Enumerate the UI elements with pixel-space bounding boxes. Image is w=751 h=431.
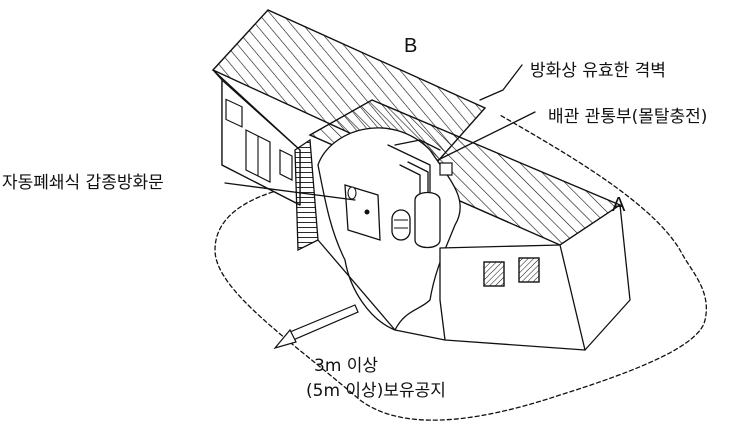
left-building-window-small (225, 98, 243, 128)
cutaway-interior (317, 127, 461, 331)
distance-arrow (273, 304, 359, 350)
small-tank (391, 209, 411, 241)
left-building-window-right (279, 149, 293, 181)
distance-label-line2: (5m 이상)보유공지 (306, 381, 446, 401)
fire-door (344, 184, 381, 241)
door-leader (224, 182, 356, 201)
pipe-leader (437, 111, 536, 161)
marker-a: A (612, 194, 626, 216)
fire-door-label: 자동폐쇄식 갑종방화문 (2, 173, 164, 193)
right-building-window (483, 257, 540, 287)
marker-b: B (404, 35, 418, 57)
storage-tank (414, 191, 441, 249)
firewall-label: 방화상 유효한 격벽 (530, 61, 666, 81)
left-building-window-large (245, 129, 271, 183)
distance-label-line1: 3m 이상 (314, 356, 379, 376)
pipe-penetration-label: 배관 관통부(몰탈충전) (548, 107, 708, 127)
clearance-boundary (214, 114, 707, 421)
firewall-leader (479, 64, 523, 101)
